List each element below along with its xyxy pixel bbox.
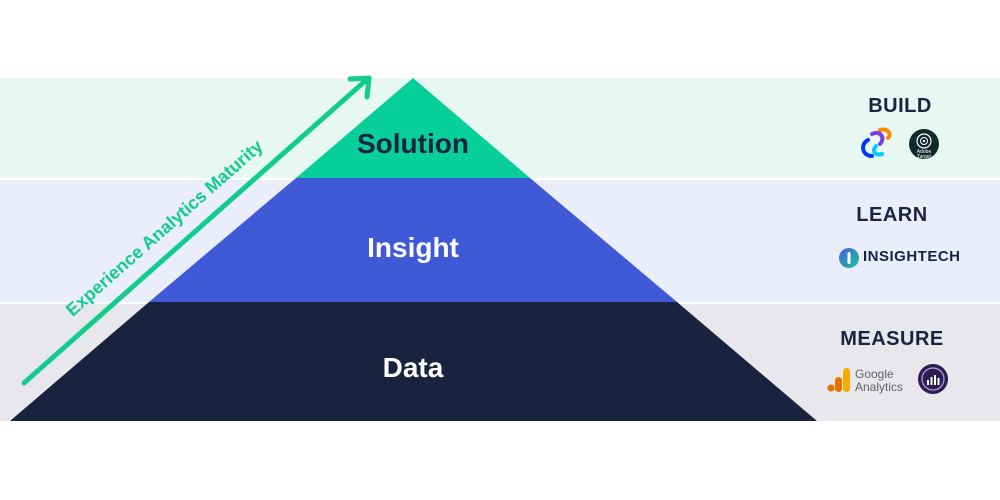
google-analytics-logo-text: Google Analytics <box>855 368 903 394</box>
tier-insight-label: Insight <box>367 232 459 263</box>
stage-build-label: BUILD <box>868 95 932 117</box>
insightech-logo-text: INSIGHTECH <box>863 248 961 265</box>
maturity-arrow-head <box>347 75 372 100</box>
tier-solution-shape <box>296 78 530 178</box>
adobe-analytics-logo-icon <box>918 364 948 394</box>
maturity-arrow-line <box>21 79 367 386</box>
google-analytics-text-line2: Analytics <box>855 380 904 394</box>
stage-learn-label: LEARN <box>856 204 928 226</box>
adobe-target-logo-icon <box>909 129 939 159</box>
stage-measure-label: MEASURE <box>840 328 944 350</box>
adobe-target-logo-text: Adobe Target <box>916 149 932 160</box>
google-analytics-text-line1: Google <box>855 367 894 381</box>
tier-data-shape <box>10 302 817 421</box>
insightech-logo-icon <box>839 248 859 268</box>
tier-solution-label: Solution <box>357 128 469 159</box>
optimizely-logo-icon <box>861 127 892 158</box>
tier-insight-shape <box>149 178 677 302</box>
tier-data-label: Data <box>382 352 444 383</box>
google-analytics-logo-icon <box>827 368 850 392</box>
